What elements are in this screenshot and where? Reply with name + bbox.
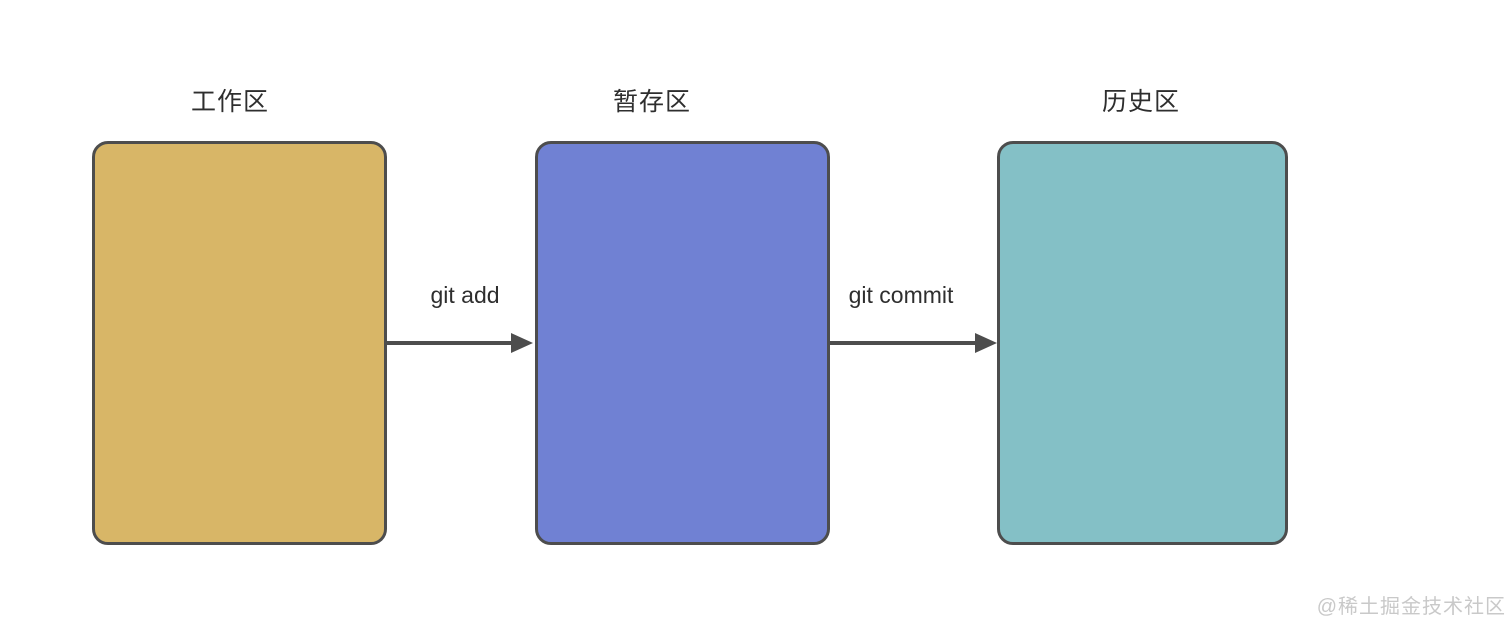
staging-area-label: 暂存区 xyxy=(612,88,692,116)
git-add-arrowhead-icon xyxy=(511,333,533,353)
history-area-label: 历史区 xyxy=(1101,88,1181,116)
history-area-box xyxy=(997,141,1288,545)
git-commit-arrow-line xyxy=(830,341,979,345)
staging-area-box xyxy=(535,141,830,545)
juejin-watermark: @稀土掘金技术社区 xyxy=(1316,596,1506,618)
git-add-label: git add xyxy=(430,282,500,308)
git-add-arrow-line xyxy=(387,341,515,345)
working-area-box xyxy=(92,141,387,545)
git-commit-arrowhead-icon xyxy=(975,333,997,353)
git-commit-label: git commit xyxy=(848,282,954,308)
working-area-label: 工作区 xyxy=(190,88,270,116)
